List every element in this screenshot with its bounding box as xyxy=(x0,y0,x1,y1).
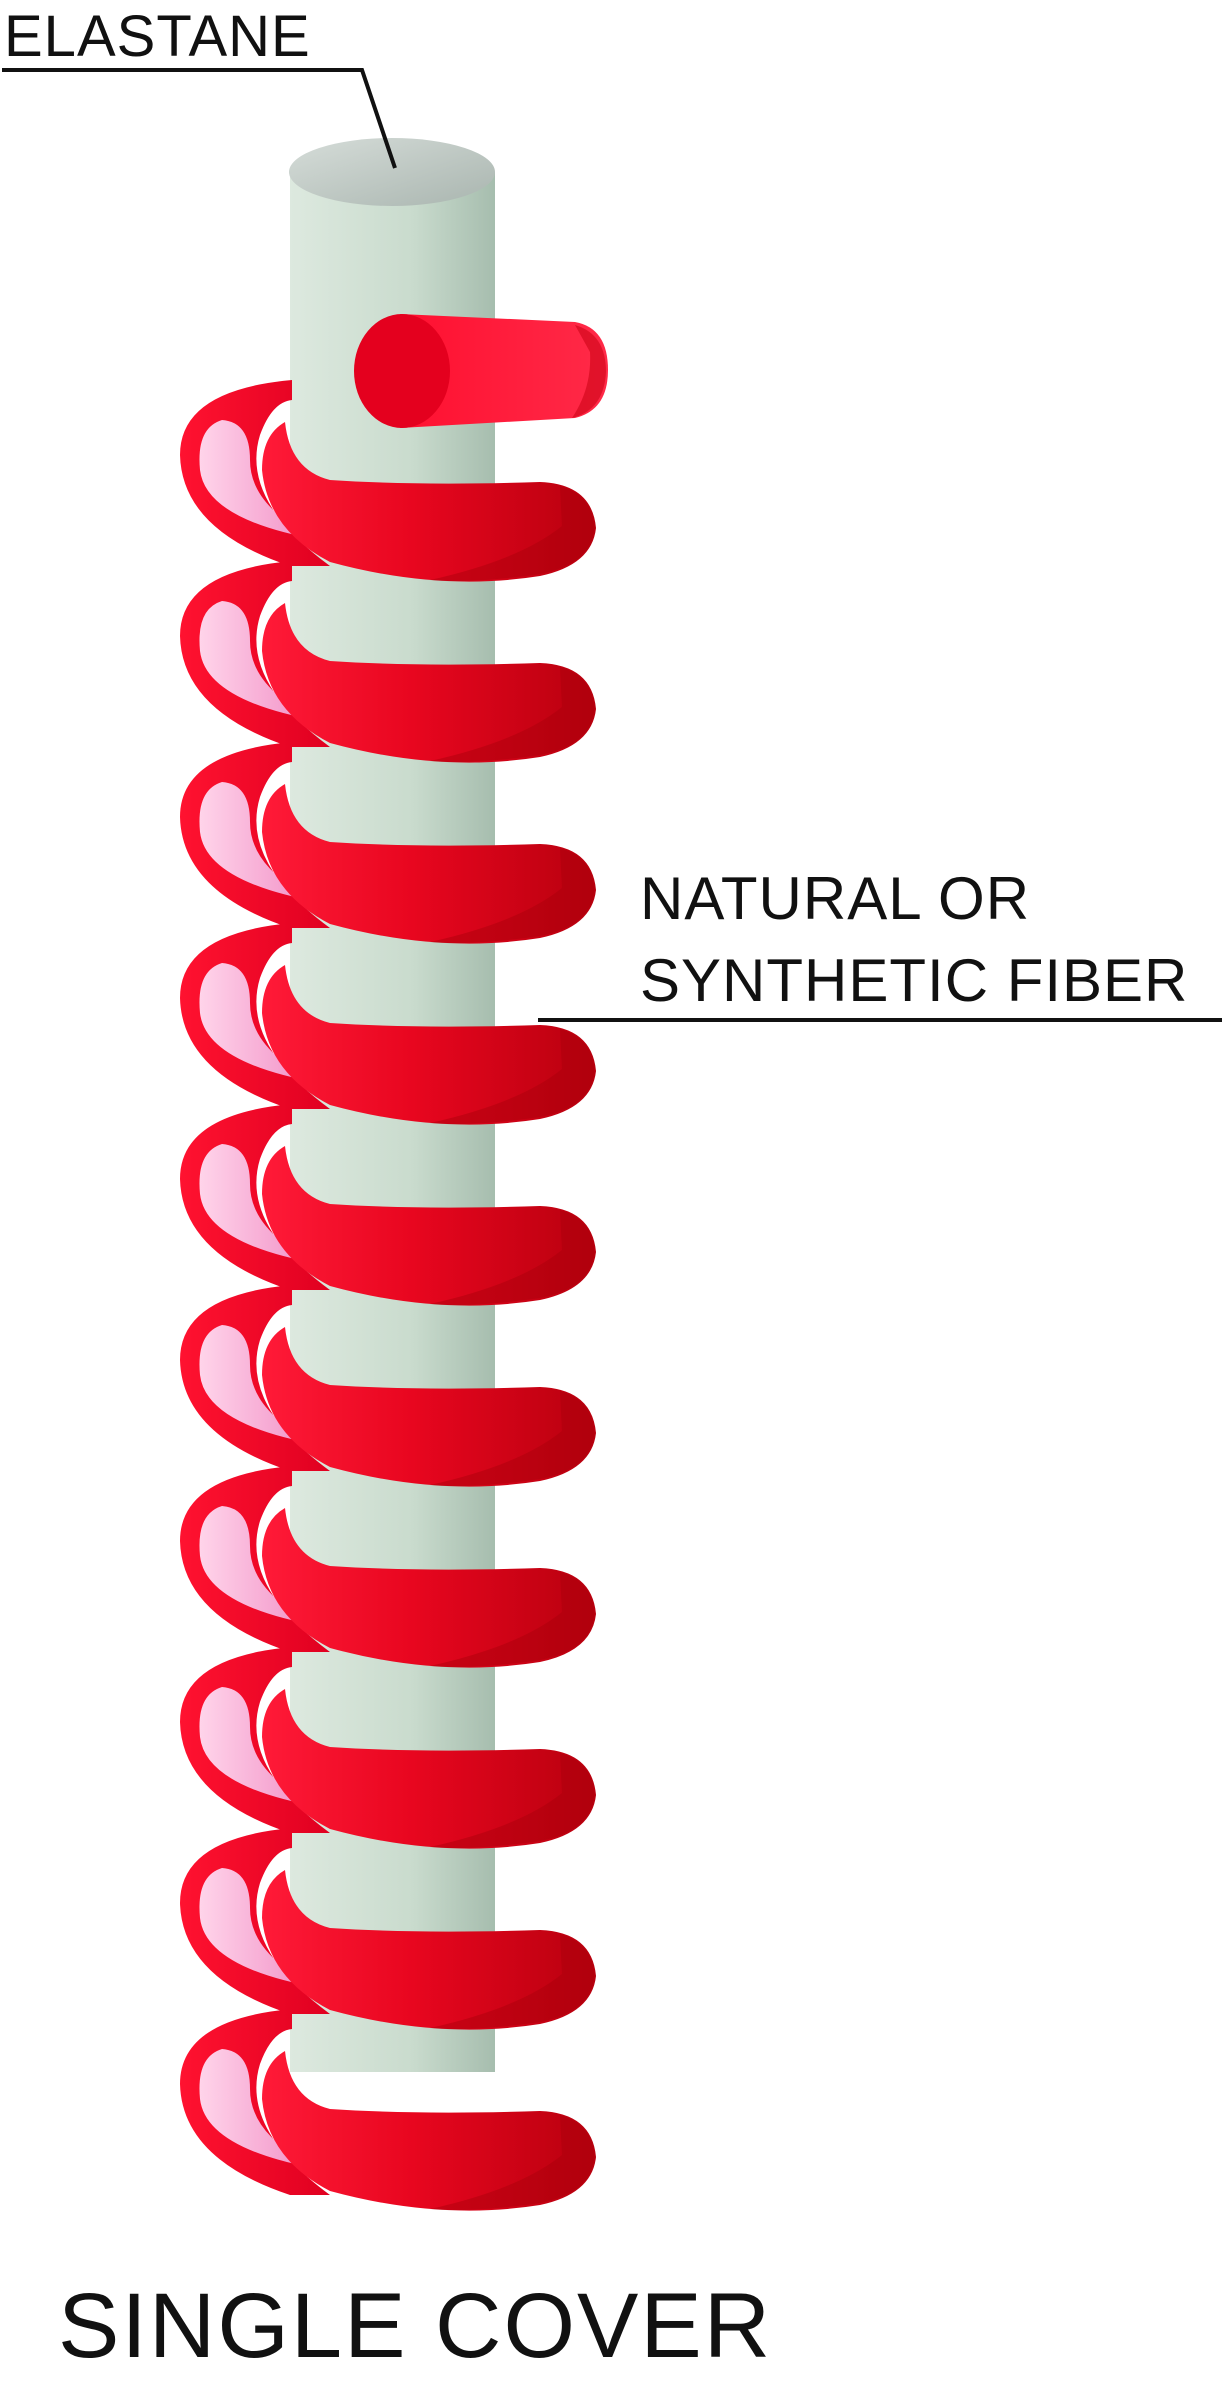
coil-front-band xyxy=(262,422,596,582)
coil-front-band xyxy=(262,1327,596,1487)
coil-highlight xyxy=(199,420,320,540)
coil-front-band xyxy=(262,1689,596,1849)
coil-shade xyxy=(430,1391,594,1487)
leader-lines xyxy=(2,68,1222,1022)
elastane-core-top xyxy=(289,138,495,206)
coil-front-band xyxy=(262,2051,596,2211)
elastane-label: ELASTANE xyxy=(4,4,311,69)
fiber-label-line-1: NATURAL OR xyxy=(640,865,1031,932)
fiber-coil-turn xyxy=(180,1285,596,1487)
fiber-label-line-2: SYNTHETIC FIBER xyxy=(640,947,1189,1014)
coil-shade xyxy=(430,848,594,944)
fiber-coil-group xyxy=(180,380,596,2211)
coil-front-band xyxy=(262,1870,596,2030)
coil-highlight xyxy=(199,601,320,721)
fiber-coil-turn xyxy=(180,1647,596,1849)
fiber-coil-turn xyxy=(180,1828,596,2030)
coil-highlight xyxy=(199,2049,320,2169)
coil-shade xyxy=(430,1029,594,1125)
fiber-coil-turn xyxy=(180,742,596,944)
coil-highlight xyxy=(199,1144,320,1264)
fiber-coil-turn xyxy=(180,561,596,763)
coil-front-band xyxy=(262,1508,596,1668)
fiber-coil-turn xyxy=(180,380,596,582)
fiber-coil-turn xyxy=(180,923,596,1125)
coil-front-band xyxy=(262,1146,596,1306)
coil-front-band xyxy=(262,965,596,1125)
fiber-label: NATURAL OR SYNTHETIC FIBER xyxy=(640,858,1188,1022)
fiber-coil-turn xyxy=(180,2009,596,2211)
coil-front-band xyxy=(262,603,596,763)
coil-highlight xyxy=(199,782,320,902)
fiber-coil-turn xyxy=(180,1104,596,1306)
coil-shade xyxy=(430,2115,594,2211)
coil-shade xyxy=(430,1753,594,1849)
coil-highlight xyxy=(199,1868,320,1988)
diagram-title: SINGLE COVER xyxy=(58,2275,773,2377)
coil-highlight xyxy=(199,1506,320,1626)
coil-highlight xyxy=(199,963,320,1083)
coil-shade xyxy=(430,1572,594,1668)
fiber-end-face xyxy=(354,314,450,428)
coil-shade xyxy=(430,667,594,763)
coil-shade xyxy=(430,1210,594,1306)
fiber-end-tube xyxy=(400,314,608,428)
coil-shade xyxy=(430,1934,594,2030)
fiber-end-shade xyxy=(572,325,606,418)
fiber-cut-end xyxy=(354,314,608,428)
coil-highlight xyxy=(199,1325,320,1445)
coil-highlight xyxy=(199,1687,320,1807)
elastane-leader-line xyxy=(2,68,397,169)
coil-front-band xyxy=(262,784,596,944)
fiber-coil-turn xyxy=(180,1466,596,1668)
coil-shade xyxy=(430,486,594,582)
